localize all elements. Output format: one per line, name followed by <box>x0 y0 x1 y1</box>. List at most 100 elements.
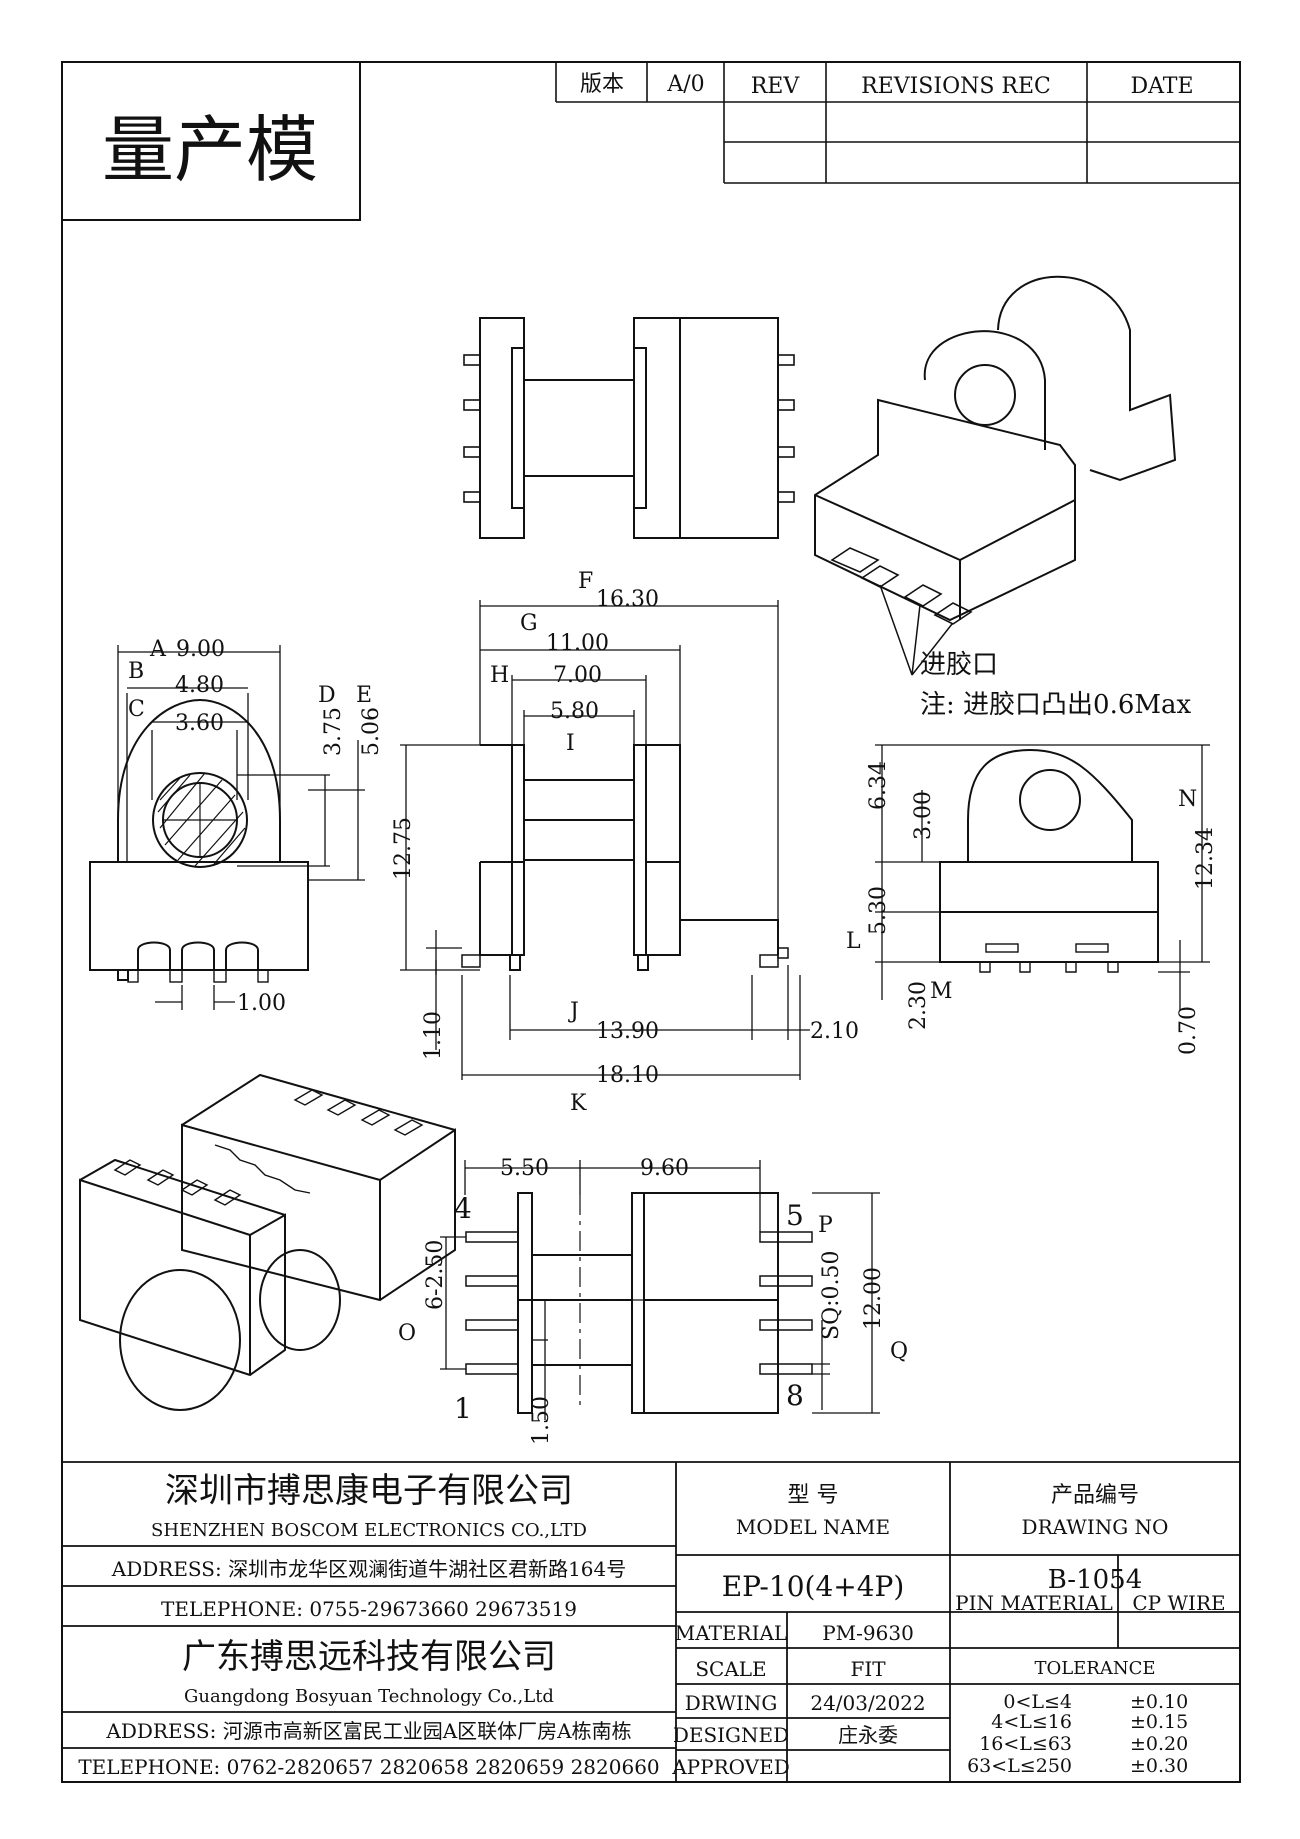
company2-en: Guangdong Bosyuan Technology Co.,Ltd <box>184 1686 554 1707</box>
drawing-frame <box>61 61 1241 1783</box>
dim-bottom-sq: SQ:0.50 <box>819 1250 844 1340</box>
dim-A-circle: A <box>149 637 167 662</box>
dim-bottom-w1: 5.50 <box>500 1156 549 1181</box>
dim-J-value: 13.90 <box>596 1019 659 1044</box>
stamp-text: 量产模 <box>102 108 318 192</box>
material-label: MATERIAL <box>675 1621 787 1645</box>
dim-I-value: 5.80 <box>550 699 599 724</box>
dim-bottom-w2: 9.60 <box>640 1156 689 1181</box>
top-view <box>463 317 795 539</box>
dim-foot-value: 1.10 <box>421 1011 446 1060</box>
pin-8-label: 8 <box>786 1379 804 1412</box>
tolerance-range: 4<L≤16 <box>991 1711 1072 1733</box>
dim-I-circle: I <box>566 731 575 756</box>
tolerance-range: 63<L≤250 <box>967 1755 1072 1777</box>
dim-G-circle: G <box>520 611 538 636</box>
bottom-view-dims <box>440 1160 880 1420</box>
drwing-label: DRWING <box>685 1691 778 1715</box>
rev-label: REV <box>751 74 801 99</box>
model-label-cn: 型 号 <box>788 1483 839 1508</box>
telephone2: TELEPHONE: 0762-2820657 2820658 2820659 … <box>78 1755 659 1779</box>
designed-label: DESIGNED <box>673 1723 789 1747</box>
drawing-value: B-1054 <box>1048 1565 1143 1595</box>
dim-E-value: 5.06 <box>359 707 384 756</box>
drwing-value: 24/03/2022 <box>810 1691 925 1715</box>
tolerance-value: ±0.10 <box>1130 1691 1188 1713</box>
scale-value: FIT <box>850 1657 886 1681</box>
bottom-view <box>465 1192 813 1414</box>
dim-bottom-pitch: 6-2.50 <box>423 1240 448 1310</box>
scale-label: SCALE <box>695 1657 766 1681</box>
tolerance-value: ±0.30 <box>1130 1755 1188 1777</box>
tolerance-range: 16<L≤63 <box>979 1733 1072 1755</box>
telephone1: TELEPHONE: 0755-29673660 29673519 <box>161 1597 577 1621</box>
dim-K-value: 18.10 <box>596 1063 659 1088</box>
company1-cn: 深圳市搏思康电子有限公司 <box>165 1471 573 1511</box>
pin-5-label: 5 <box>786 1199 804 1232</box>
revisions-label: REVISIONS REC <box>861 74 1051 99</box>
left-view-dims <box>117 645 365 1010</box>
dim-G-value: 11.00 <box>546 631 609 656</box>
approved-label: APPROVED <box>671 1755 790 1779</box>
right-view-dims <box>875 744 1210 1010</box>
dim-Q-circle: Q <box>890 1339 908 1364</box>
dim-C-value: 3.60 <box>175 711 224 736</box>
dim-H-value: 7.00 <box>553 663 602 688</box>
drawing-label-en: DRAWING NO <box>1022 1515 1169 1539</box>
dim-D-value: 3.75 <box>321 707 346 756</box>
dim-K-circle: K <box>570 1091 587 1116</box>
address2: ADDRESS: 河源市高新区富民工业园A区联体厂房A栋南栋 <box>105 1719 631 1743</box>
company2-cn: 广东搏思远科技有限公司 <box>182 1637 556 1677</box>
dim-bottom-gap: 1.50 <box>529 1396 554 1445</box>
address1: ADDRESS: 深圳市龙华区观澜街道牛湖社区君新路164号 <box>111 1557 627 1581</box>
version-label: 版本 <box>580 72 624 97</box>
company1-en: SHENZHEN BOSCOM ELECTRONICS CO.,LTD <box>151 1520 587 1541</box>
dim-E-circle: E <box>356 683 372 708</box>
tolerance-value: ±0.20 <box>1130 1733 1188 1755</box>
dim-bottom-h: 12.00 <box>861 1267 886 1330</box>
dim-D-circle: D <box>318 683 336 708</box>
dim-right-v2: 3.00 <box>911 791 936 840</box>
drawing-label-cn: 产品编号 <box>1051 1483 1139 1508</box>
tolerance-table: 0<L≤4 ±0.10 4<L≤16 ±0.15 16<L≤63 ±0.20 6… <box>967 1691 1188 1777</box>
tolerance-range: 0<L≤4 <box>1003 1691 1072 1713</box>
dim-C-circle: C <box>128 697 145 722</box>
pin-1-label: 1 <box>454 1392 472 1425</box>
dim-O-circle: O <box>398 1321 416 1346</box>
dim-F-circle: F <box>578 569 593 594</box>
left-view <box>89 698 309 983</box>
pin-material-value: CP WIRE <box>1132 1591 1225 1615</box>
gate-label: 进胶口 <box>920 650 998 680</box>
dim-P-circle: P <box>818 1213 833 1238</box>
model-label-en: MODEL NAME <box>736 1515 890 1539</box>
right-view <box>939 748 1159 973</box>
pin-4-label: 4 <box>454 1192 472 1225</box>
dim-B-circle: B <box>128 659 144 684</box>
designed-value: 庄永委 <box>838 1723 898 1747</box>
revision-table <box>555 62 1240 184</box>
dim-A-value: 9.00 <box>176 637 225 662</box>
dim-J-circle: J <box>568 999 579 1024</box>
front-view-dims <box>400 600 810 1080</box>
dim-right-v3: 5.30 <box>866 886 891 935</box>
dim-F-value: 16.30 <box>596 587 659 612</box>
iso-view-top-right <box>814 275 1177 676</box>
gate-note: 注: 进胶口凸出0.6Max <box>920 690 1191 720</box>
material-value: PM-9630 <box>822 1621 914 1645</box>
dim-right-v4: 2.30 <box>906 981 931 1030</box>
stamp-box <box>61 61 361 221</box>
dim-M-circle: M <box>930 979 953 1004</box>
dim-height-value: 12.75 <box>391 817 416 880</box>
pin-material-label: PIN MATERIAL <box>955 1591 1113 1615</box>
dim-L-circle: L <box>846 929 861 954</box>
dim-right-pin: 0.70 <box>1176 1006 1201 1055</box>
dim-pitch-value: 1.00 <box>237 991 286 1016</box>
iso-view-bottom-left <box>79 1073 456 1411</box>
date-label: DATE <box>1130 74 1193 99</box>
dim-right-v1: 6.34 <box>866 761 891 810</box>
version-value: A/0 <box>666 72 704 97</box>
title-block-grid <box>62 1461 1240 1782</box>
dim-H-circle: H <box>490 663 509 688</box>
tolerance-label: TOLERANCE <box>1034 1658 1155 1679</box>
